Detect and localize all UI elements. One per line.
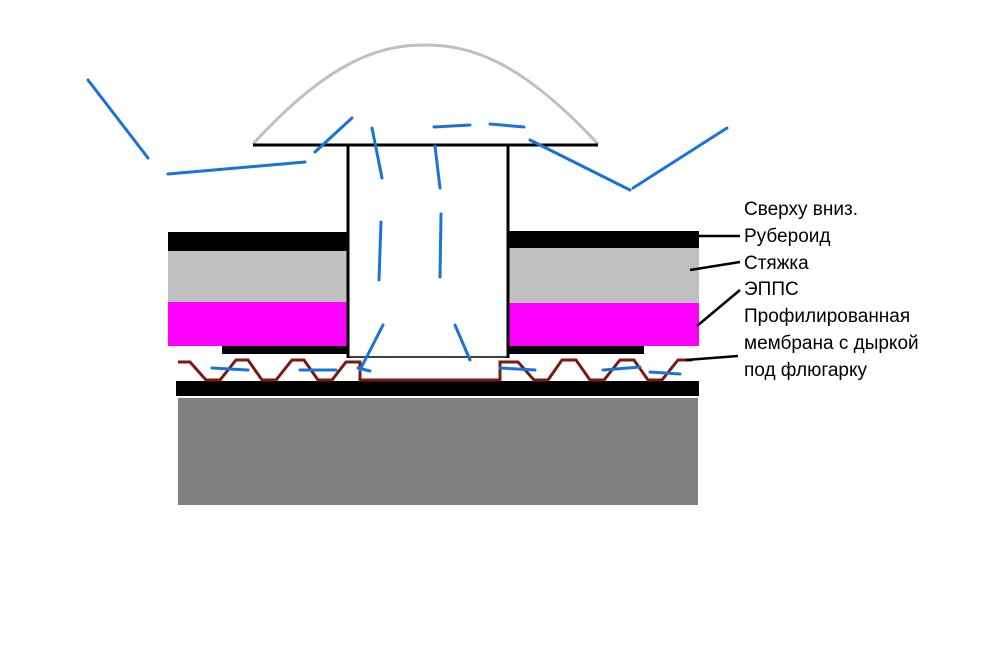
pointer-xps	[696, 289, 741, 327]
label-header: Сверху вниз.	[744, 199, 858, 220]
vent-cap-dome	[251, 43, 600, 146]
left-roof-stack	[168, 232, 348, 354]
label-membrane-line3: под флюгарку	[744, 360, 868, 381]
base-black-layer	[176, 381, 699, 396]
label-screed: Стяжка	[744, 253, 809, 274]
left-screed	[168, 251, 348, 302]
right-roof-stack	[508, 231, 699, 354]
base-slab	[178, 398, 698, 505]
pointer-screed	[689, 260, 741, 272]
right-bottom-black	[508, 346, 644, 354]
right-ruberoid	[508, 231, 699, 248]
callout-pointers	[685, 234, 741, 362]
label-ruberoid: Рубероид	[744, 226, 831, 247]
label-membrane-line1: Профилированная	[744, 306, 911, 327]
right-xps	[508, 303, 699, 346]
label-xps: ЭППС	[744, 279, 799, 300]
profiled-membrane	[178, 358, 692, 382]
pointer-membrane	[685, 354, 739, 362]
right-screed	[508, 248, 699, 303]
left-ruberoid	[168, 232, 348, 251]
label-membrane-line2: мембрана с дыркой	[744, 333, 919, 354]
vent-pipe	[346, 145, 510, 358]
left-bottom-black	[222, 346, 348, 354]
left-xps	[168, 302, 348, 346]
airflow-lines	[86, 78, 729, 376]
